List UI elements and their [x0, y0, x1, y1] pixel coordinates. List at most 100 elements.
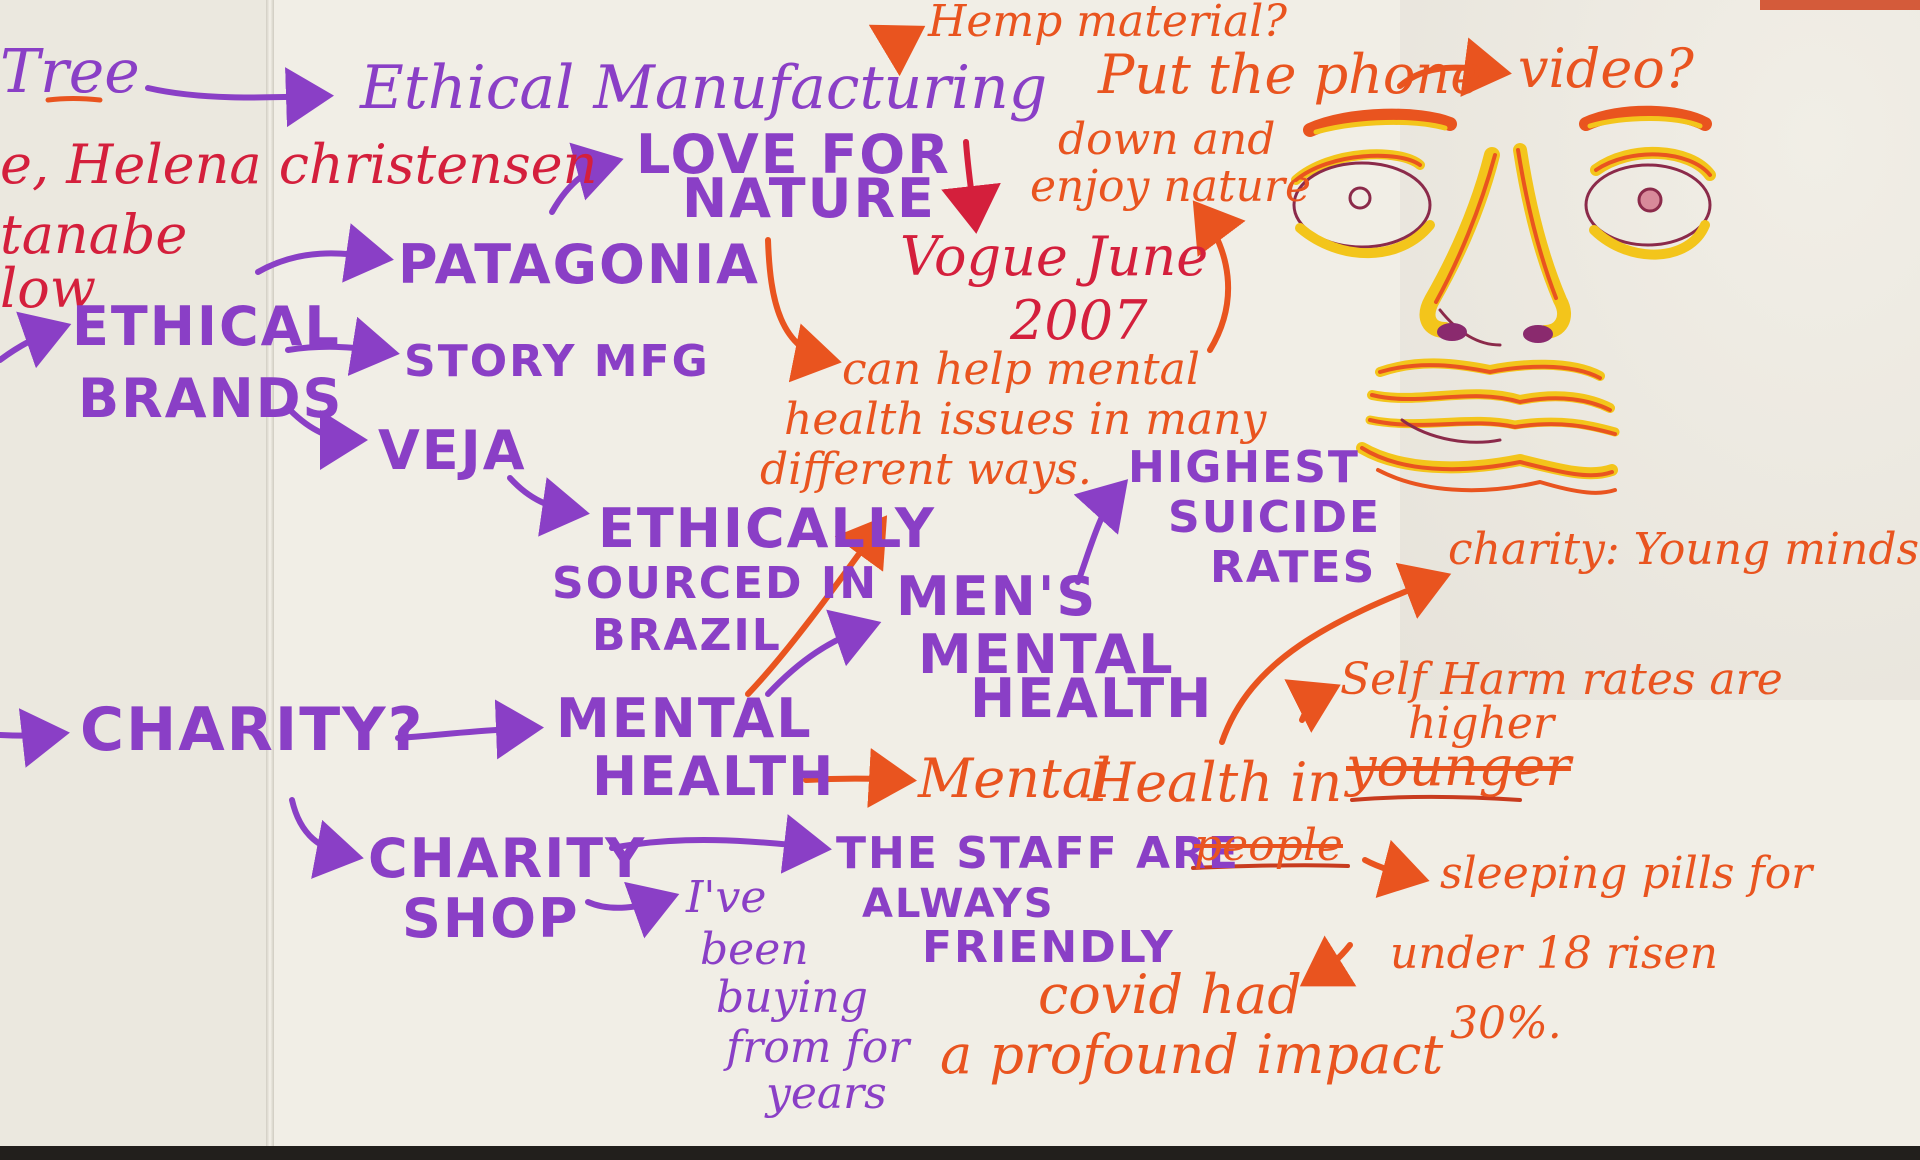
note-mental-younger-2: Health in — [1088, 751, 1343, 814]
note-been: been — [700, 924, 809, 975]
page-edge — [1760, 0, 1920, 10]
note-love-for-nature-1: LOVE FOR — [636, 123, 951, 186]
arrow-to-charity — [0, 708, 70, 768]
arrow-tree-to-ethical — [145, 67, 334, 128]
note-30-percent: 30%. — [1450, 998, 1562, 1049]
note-buying: buying — [716, 972, 868, 1023]
arrow-to-covid — [1299, 935, 1357, 987]
note-years: years — [766, 1068, 887, 1119]
note-love-for-nature-2: NATURE — [682, 167, 936, 230]
arrow-to-self-harm — [1284, 679, 1341, 733]
nose-right — [1513, 143, 1571, 339]
note-self-harm: Self Harm rates are — [1340, 654, 1783, 705]
arrow-up-to-enjoy — [1192, 200, 1246, 353]
note-rates: RATES — [1210, 542, 1377, 593]
note-ethically-1: ETHICALLY — [598, 497, 936, 560]
note-staff-are: THE STAFF ARE — [836, 828, 1240, 879]
note-down-and: down and — [1058, 114, 1276, 165]
note-from-for: from for — [726, 1022, 910, 1073]
note-mens-health: HEALTH — [970, 667, 1214, 730]
note-charity-question: CHARITY? — [80, 695, 425, 765]
purple-arrows — [0, 67, 1129, 939]
arrow-to-love-nature — [549, 142, 624, 215]
note-mental: MENTAL — [556, 687, 813, 750]
arrow-to-veja — [287, 407, 368, 470]
arrow-to-patagonia — [255, 223, 394, 283]
note-covid-had: covid had — [1038, 963, 1302, 1026]
arrow-can-help — [765, 237, 842, 383]
note-can-help-1: can help mental — [842, 344, 1200, 395]
note-vogue-2007: 2007 — [1010, 289, 1148, 352]
underlines — [45, 96, 1522, 870]
note-always: ALWAYS — [862, 881, 1055, 927]
note-ethical-brands-2: BRANDS — [78, 367, 344, 430]
note-charity-shop-2: SHOP — [402, 887, 580, 950]
note-mens: MEN'S — [896, 565, 1098, 628]
arrow-to-story — [285, 316, 400, 377]
note-tree: Tree — [0, 37, 140, 107]
left-nostril — [1437, 323, 1467, 341]
note-can-help-2: health issues in many — [784, 394, 1267, 445]
note-hemp-material: Hemp material? — [928, 0, 1287, 47]
arrow-to-hemp — [868, 24, 926, 77]
arrow-to-mens — [765, 609, 882, 697]
note-veja: VEJA — [378, 419, 527, 482]
left-eye — [1292, 161, 1432, 249]
arrow-to-ethically — [507, 475, 590, 537]
arrow-shop-to-staff — [609, 814, 832, 874]
note-mens-mental: MENTAL — [918, 623, 1175, 686]
note-video: video? — [1518, 37, 1694, 100]
note-mental-younger-3: younger — [1346, 735, 1571, 798]
lower-lip — [1356, 442, 1618, 480]
note-profound-impact: a profound impact — [940, 1023, 1444, 1086]
right-eye — [1584, 163, 1712, 247]
note-suicide: SUICIDE — [1168, 492, 1382, 543]
arrow-into-ethical-brands — [0, 311, 72, 369]
book-binding-edge — [0, 1146, 1920, 1160]
note-under-18: under 18 risen — [1390, 928, 1718, 979]
left-eyebrow — [1303, 108, 1457, 137]
note-patagonia: PATAGONIA — [398, 233, 760, 296]
note-highest: HIGHEST — [1128, 442, 1360, 493]
arrow-to-charity-shop — [289, 797, 364, 879]
face-drawing — [1291, 105, 1716, 495]
orange-arrows — [745, 24, 1512, 987]
note-people: people — [1194, 820, 1343, 871]
left-page — [0, 0, 270, 1148]
note-friendly: FRIENDLY — [922, 922, 1175, 973]
note-ethically-3: BRAZIL — [592, 610, 782, 661]
note-sleeping-pills: sleeping pills for — [1440, 848, 1813, 899]
note-watanabe: tanabe — [0, 203, 188, 266]
arrow-to-mental-younger — [803, 747, 917, 808]
arrow-to-highest — [1073, 479, 1129, 585]
nose-left — [1419, 147, 1500, 338]
red-arrows — [941, 139, 1001, 234]
note-charity-young-minds: charity: Young minds — [1448, 524, 1920, 575]
note-enjoy-nature: enjoy nature — [1030, 161, 1312, 212]
note-helena-christensen: e, Helena christensen — [0, 133, 598, 196]
note-mental-younger-1: Mental — [918, 747, 1112, 810]
right-nostril — [1523, 325, 1553, 343]
note-ive: I've — [686, 872, 767, 923]
note-can-help-3: different ways. — [760, 444, 1092, 495]
note-higher: higher — [1408, 698, 1554, 749]
note-charity-shop-1: CHARITY — [368, 827, 647, 890]
note-ethical-brands-1: ETHICAL — [72, 295, 341, 358]
note-put-the-phone: Put the phone — [1098, 43, 1483, 106]
arrow-to-young-minds — [1219, 562, 1452, 745]
arrow-shop-to-ive — [585, 881, 680, 939]
note-low: low — [0, 257, 97, 320]
note-ethically-2: SOURCED IN — [552, 558, 879, 609]
arrow-mental-to-can-help — [745, 515, 888, 697]
right-eyebrow — [1579, 105, 1712, 131]
note-ethical-manufacturing: Ethical Manufacturing — [360, 53, 1048, 123]
arrow-to-vogue — [941, 139, 1001, 234]
arrow-to-mental-health — [395, 699, 544, 760]
arrow-people-to-sleeping — [1362, 839, 1430, 898]
note-health: HEALTH — [592, 745, 836, 808]
note-vogue-june: Vogue June — [900, 225, 1209, 288]
page-gutter — [266, 0, 274, 1148]
arrow-to-video — [1397, 37, 1512, 97]
